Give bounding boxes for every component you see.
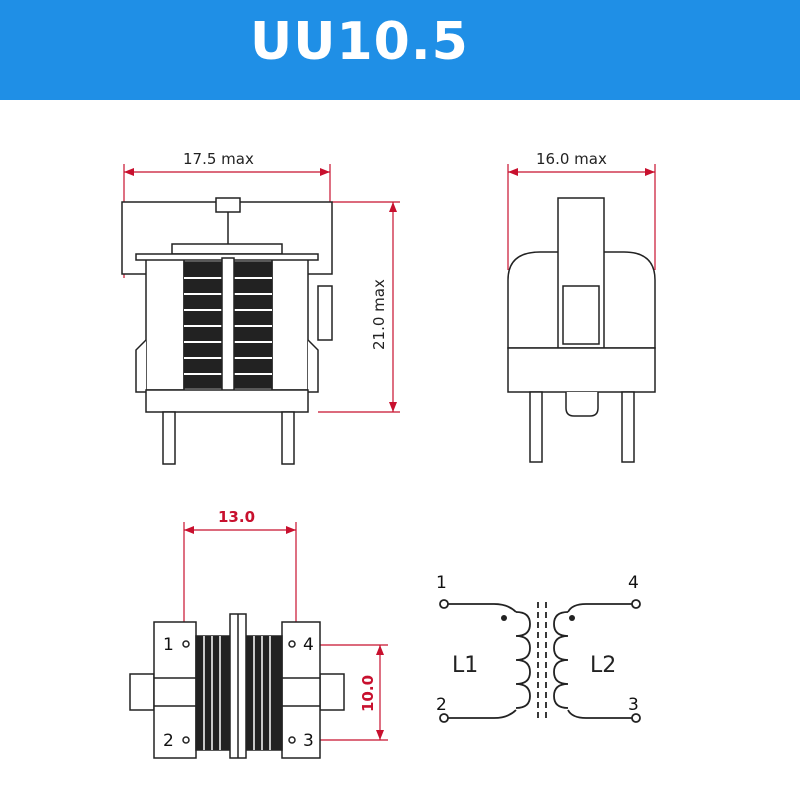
schematic-pin-1: 1 [436, 573, 447, 593]
bottom-pin-3: 3 [303, 731, 314, 751]
side-view: 16.0 max [507, 150, 656, 463]
bottom-pin-4: 4 [303, 635, 314, 655]
coil-label-l1: L1 [452, 653, 478, 678]
bottom-pin-2: 2 [163, 731, 174, 751]
schematic-pin-4: 4 [628, 573, 639, 593]
side-width-label: 16.0 max [536, 150, 607, 168]
bottom-pin-1: 1 [163, 635, 174, 655]
bottom-view: 13.0 10.0 [129, 508, 388, 759]
coil-label-l2: L2 [590, 653, 616, 678]
title-banner: UU10.5 [0, 0, 800, 100]
schematic-pin-3: 3 [628, 695, 639, 715]
pin-spacing-label: 13.0 [218, 508, 255, 526]
front-view: 17.5 max 21.0 max [121, 150, 400, 465]
schematic: 1 2 4 3 L1 L2 [436, 573, 641, 723]
row-spacing-label: 10.0 [359, 675, 377, 712]
front-height-label: 21.0 max [370, 279, 388, 350]
schematic-pin-2: 2 [436, 695, 447, 715]
front-width-label: 17.5 max [183, 150, 254, 168]
page-title: UU10.5 [250, 12, 469, 72]
